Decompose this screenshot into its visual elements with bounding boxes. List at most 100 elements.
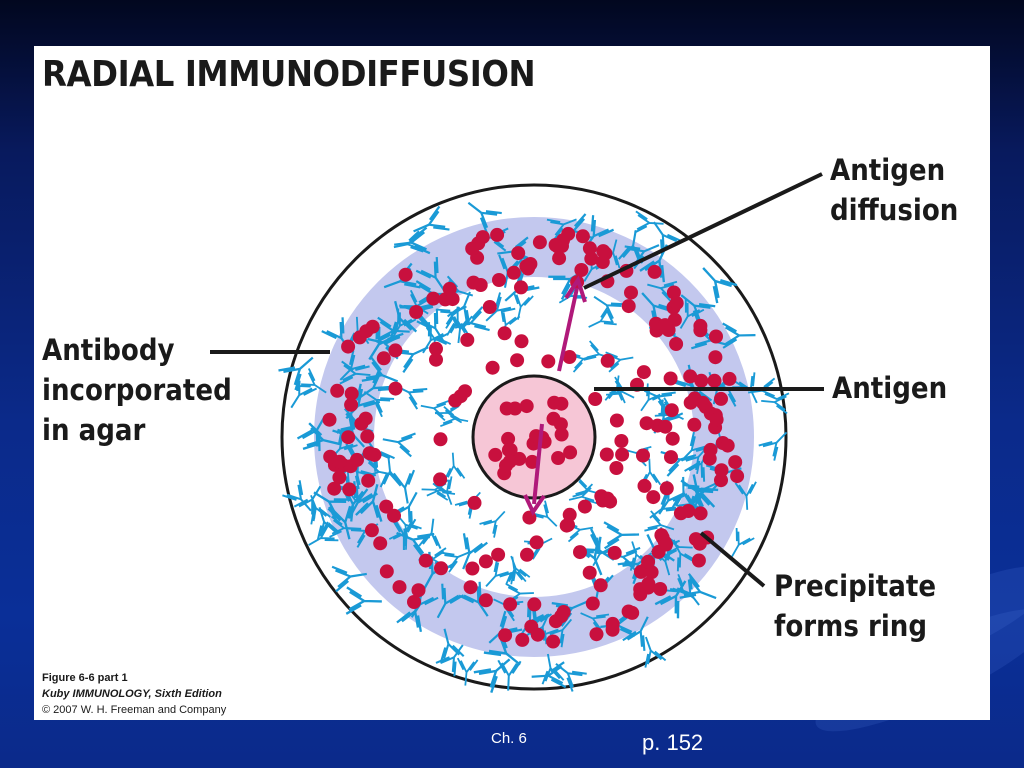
antibody-icon: [618, 230, 644, 264]
antigen-dot: [330, 383, 345, 398]
antibody-icon: [297, 368, 327, 394]
antigen-dot: [607, 545, 622, 560]
antibody-icon: [413, 205, 450, 233]
antigen-dot: [492, 273, 506, 287]
antibody-icon: [462, 533, 488, 570]
antibody-icon: [580, 612, 610, 634]
antigen-dot: [332, 470, 347, 485]
antibody-icon: [603, 521, 640, 550]
antibody-icon: [649, 490, 681, 519]
antibody-icon: [572, 476, 601, 498]
antibody-icon: [454, 306, 490, 332]
antigen-dot: [722, 371, 737, 386]
antigen-dot: [714, 391, 728, 406]
antigen-dot: [362, 446, 377, 461]
antigen-dot: [633, 587, 648, 602]
antigen-dot: [573, 545, 587, 560]
antigen-dot: [548, 614, 563, 629]
antibody-icon: [592, 537, 616, 567]
antigen-dot: [728, 455, 743, 470]
antigen-dot: [434, 561, 448, 576]
antibody-icon: [671, 476, 697, 510]
antibody-icon: [546, 218, 577, 240]
antibody-icon: [296, 414, 327, 452]
antigen-dot: [515, 632, 530, 647]
antibody-icon: [355, 484, 383, 522]
antibody-icon: [606, 376, 635, 399]
antigen-dot: [693, 506, 708, 521]
antibody-icon: [758, 431, 788, 461]
leader-precipitate: [699, 531, 766, 588]
antibody-icon: [680, 294, 716, 327]
label-antigen-diffusion: Antigen diffusion: [830, 150, 958, 230]
antigen-dot: [418, 553, 433, 568]
antigen-dot: [664, 403, 679, 418]
antibody-icon: [439, 628, 465, 663]
antigen-dot: [621, 299, 636, 314]
antibody-icon: [361, 356, 399, 383]
antibody-icon: [748, 377, 778, 401]
antigen-dot: [563, 445, 578, 460]
antigen-dot: [595, 255, 610, 269]
antigen-dot: [361, 473, 376, 488]
antigen-dot: [599, 447, 614, 462]
antibody-icon: [485, 292, 516, 322]
antigen-dot: [714, 473, 728, 488]
antigen-dot: [521, 261, 535, 276]
antigen-dot: [694, 373, 709, 388]
label-precipitate: Precipitate forms ring: [774, 566, 936, 646]
antibody-icon: [624, 244, 660, 270]
antibody-icon: [664, 535, 693, 558]
antigen-dot: [502, 454, 517, 469]
antigen-dot: [561, 226, 576, 241]
antigen-dot: [388, 381, 403, 396]
antibody-icon: [331, 565, 367, 593]
antigen-dot: [666, 285, 681, 300]
antibody-icon: [629, 541, 651, 571]
antibody-icon: [389, 300, 418, 339]
antibody-icon: [467, 201, 502, 233]
antibody-icon: [388, 521, 413, 550]
antigen-dot: [646, 490, 661, 505]
antigen-dot: [702, 451, 717, 466]
antibody-icon: [310, 494, 331, 525]
antibody-icon: [588, 306, 617, 328]
antibody-icon: [722, 322, 756, 349]
diffusion-arrow-down: [532, 423, 544, 505]
antibody-icon: [686, 474, 716, 513]
antigen-dot: [478, 593, 493, 608]
antigen-dot: [582, 241, 597, 256]
antigen-dot: [465, 241, 480, 256]
antibody-icon: [450, 313, 473, 344]
antibody-icon: [505, 583, 534, 606]
immunodiffusion-diagram: [210, 172, 824, 694]
antigen-dot: [433, 432, 448, 447]
antigen-dot: [603, 494, 618, 509]
antibody-icon: [639, 458, 662, 486]
footer-page: p. 152: [642, 730, 704, 755]
antibody-icon: [641, 292, 675, 327]
antigen-dot: [577, 499, 592, 514]
antigen-dot: [552, 251, 567, 266]
antigen-dot: [554, 427, 569, 442]
antigen-dot: [665, 431, 680, 446]
antigen-dot: [659, 481, 674, 496]
arrowhead-up: [564, 275, 587, 303]
antibody-icon: [485, 558, 514, 588]
antigen-dot: [465, 561, 480, 576]
antigen-dot: [562, 507, 577, 522]
antigen-dot: [379, 564, 394, 579]
antigen-dot: [508, 401, 522, 416]
antibody-icon: [734, 372, 758, 404]
antigen-dot: [341, 339, 356, 354]
antibody-icon: [702, 267, 738, 304]
antigen-dot: [584, 251, 599, 266]
antigen-dot: [548, 238, 563, 252]
footer-chapter: Ch. 6: [491, 730, 527, 747]
antigen-dot: [669, 337, 684, 351]
antibody-icon: [363, 390, 395, 418]
label-antigen: Antigen: [832, 371, 948, 405]
antibody-icon: [443, 452, 466, 481]
antigen-dot: [429, 352, 443, 367]
antigen-dot: [373, 536, 388, 551]
